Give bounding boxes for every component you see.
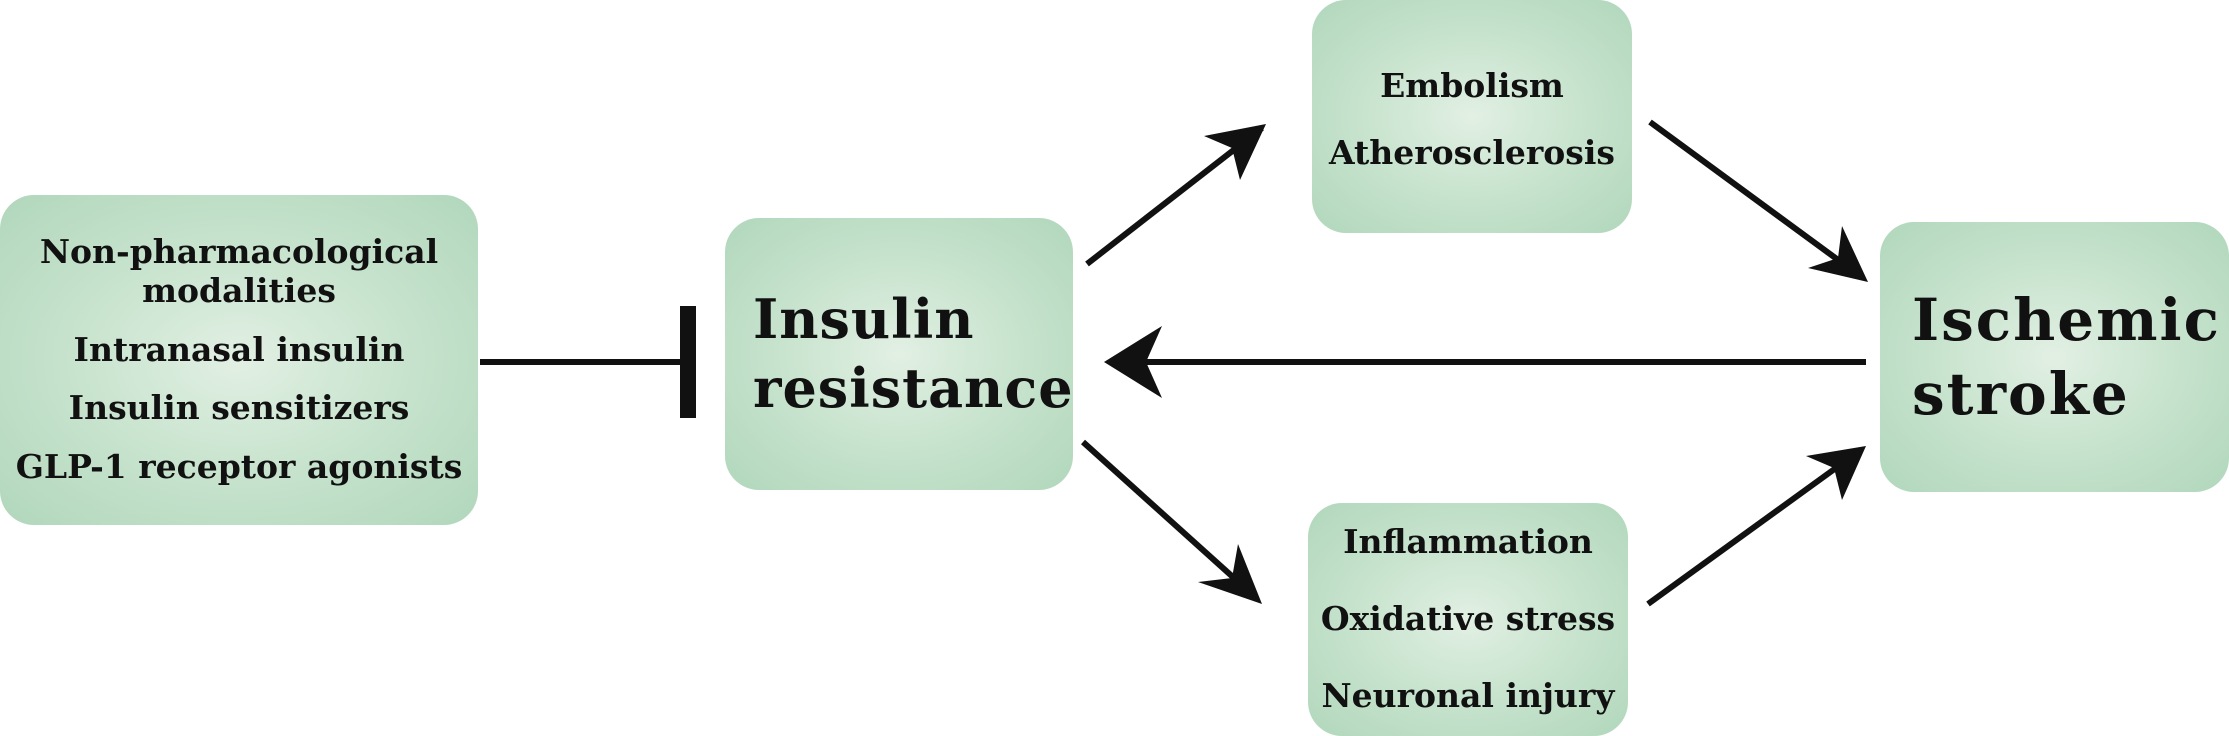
treatment-line: modalities: [142, 270, 336, 310]
arrow-cellular-to-stroke: [1646, 449, 1860, 607]
vascular-mechanisms-box: Embolism Atherosclerosis: [1312, 0, 1632, 233]
insulin-resistance-line: Insulin: [753, 286, 975, 351]
vascular-mechanism-line: Atherosclerosis: [1329, 132, 1615, 172]
vascular-mechanism-line: Embolism: [1380, 65, 1564, 105]
ischemic-stroke-line: stroke: [1912, 360, 2130, 428]
arrowhead-insulin-to-cellular: [1198, 544, 1262, 604]
insulin-resistance-line: resistance: [753, 356, 1074, 420]
treatment-line: Insulin sensitizers: [68, 388, 410, 428]
arrowhead-stroke-to-insulin: [1104, 326, 1162, 398]
arrowhead-insulin-to-vascular: [1204, 124, 1266, 180]
cellular-mechanisms-box: Inflammation Oxidative stress Neuronal i…: [1308, 503, 1628, 736]
cellular-mechanism-line: Oxidative stress: [1320, 599, 1616, 639]
arrow-insulin-to-cellular: [1080, 439, 1257, 599]
treatments-box: Non-pharmacological modalities Intranasa…: [0, 195, 478, 525]
treatment-line: Intranasal insulin: [73, 329, 405, 369]
treatment-line: GLP-1 receptor agonists: [15, 447, 463, 487]
ischemic-stroke-box: Ischemic stroke: [1880, 222, 2229, 492]
arrowhead-cellular-to-stroke: [1806, 446, 1866, 500]
insulin-resistance-box: Insulin resistance: [725, 218, 1073, 490]
treatment-line: Non-pharmacological: [39, 231, 439, 271]
arrowhead-vascular-to-stroke: [1808, 226, 1868, 282]
cellular-mechanism-line: Neuronal injury: [1321, 675, 1615, 715]
arrow-vascular-to-stroke: [1648, 119, 1862, 279]
ischemic-stroke-line: Ischemic: [1912, 285, 2221, 354]
cellular-mechanism-line: Inflammation: [1343, 522, 1593, 562]
